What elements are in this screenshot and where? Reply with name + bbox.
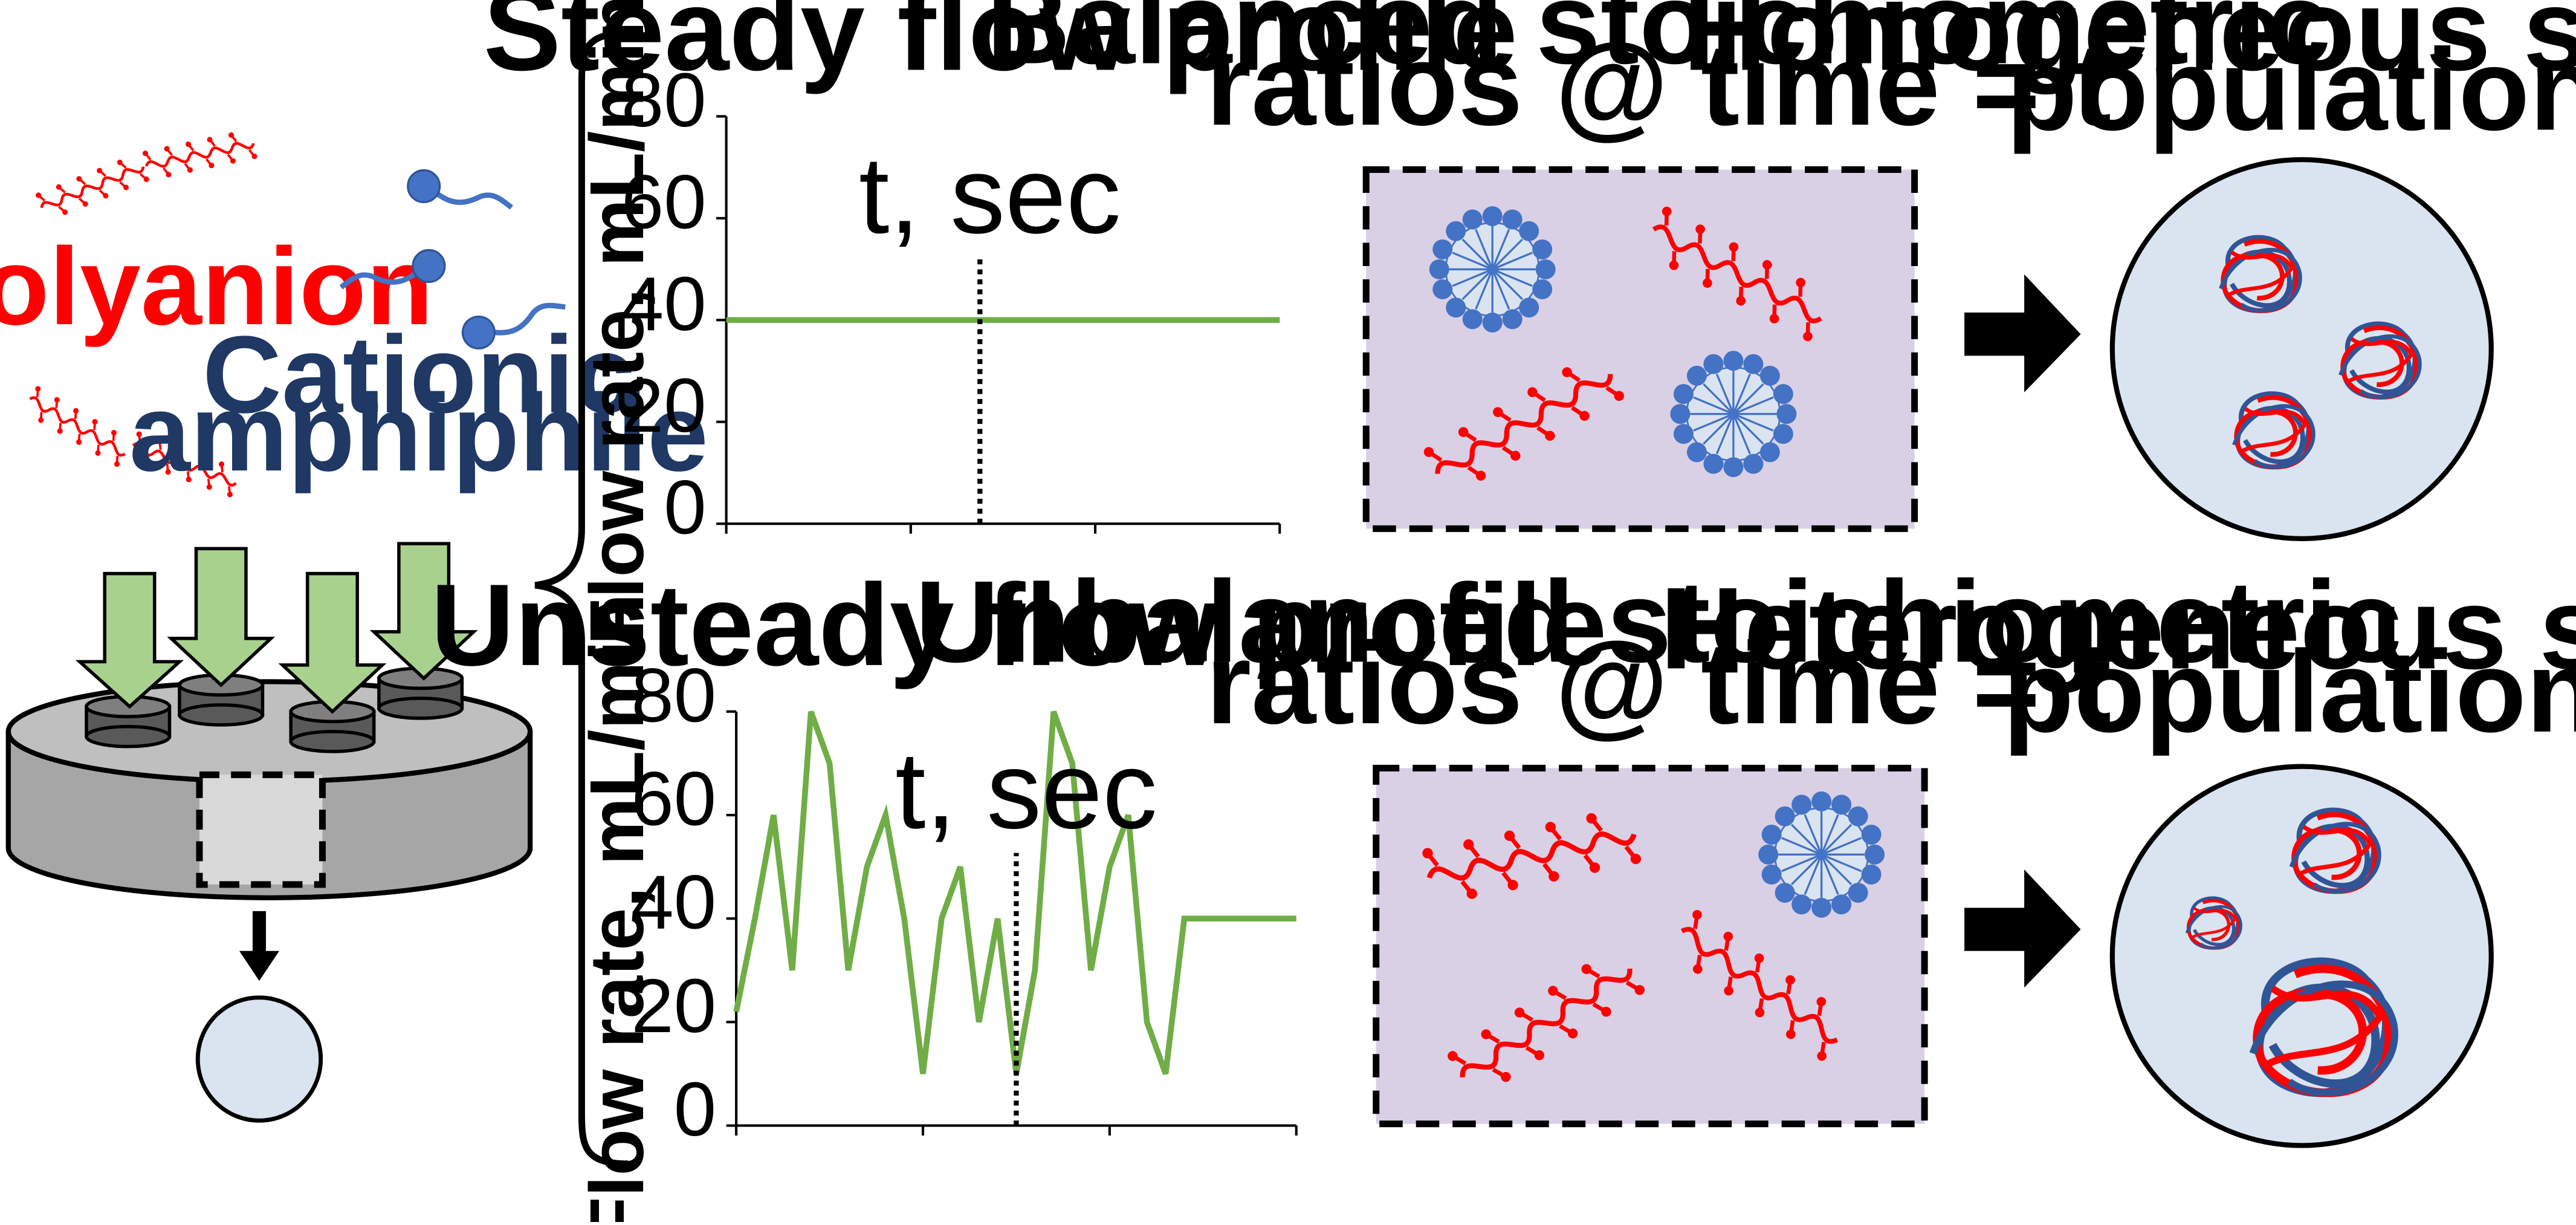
mixing-device [5,666,533,900]
y-tick-label: 80 [631,652,716,738]
heterogeneous-title-line2: population [2003,626,2576,756]
y-tick-label: 0 [674,1067,716,1152]
micelle [1669,349,1798,478]
cationic-label-line2: amphiphile [129,372,708,494]
unbalanced-panel-title-line1: Unbalanced stoichiometric [915,556,2402,686]
y-tick-label: 20 [621,363,707,448]
collected-sample [195,995,323,1123]
mixing-chamber [196,771,326,888]
polyanion-molecule [35,128,258,223]
steady-chart-title: Steady flow profile [484,0,1518,94]
homogeneous-sample [2109,157,2494,542]
balanced-panel-title-line2: ratios @ time = t [1206,19,2111,149]
green-inlet-arrow [75,571,184,709]
y-tick-label: 60 [621,159,707,244]
balanced-mixture-panel [1362,166,1918,532]
result-arrow [1964,274,2081,392]
balanced-panel-title-line1: Balanced stoichiometric [986,0,2331,88]
amphiphile-molecule [408,171,512,208]
green-inlet-arrow [278,571,387,714]
homogeneous-title-line2: population [2006,24,2576,154]
y-tick-label: 60 [631,756,716,842]
y-tick-label: 0 [664,465,706,550]
green-inlet-arrow [369,542,478,681]
homogeneous-title-line1: Homogeneous sample [1683,0,2576,94]
y-axis-label: Flow rate, mL/min [574,0,659,645]
micelle [1757,790,1886,919]
unbalanced-panel-title-line2: ratios @ time = t [1206,618,2111,748]
inlet-port [377,666,464,720]
result-arrow [1964,869,2081,988]
time-marker-label: t, sec [895,729,1157,851]
y-tick-label: 40 [621,261,707,346]
micelle [1428,205,1557,334]
y-tick-label: 80 [621,57,707,143]
y-axis-label: Flow rate, mL/min [574,594,659,1222]
outlet-arrow [239,911,279,981]
heterogeneous-title-line1: Heterogeneous sample [1660,563,2576,693]
polyanion-label: Polyanion [0,226,433,348]
heterogeneous-sample [2109,764,2494,1148]
y-tick-label: 20 [631,963,716,1048]
cationic-label-line1: Cationic [202,314,635,436]
curly-brace [534,30,629,1168]
unsteady-chart-title: Unsteady flow profile [430,560,1607,690]
green-inlet-arrow [167,547,276,687]
time-marker-label: t, sec [859,134,1121,256]
y-tick-label: 40 [631,860,716,945]
